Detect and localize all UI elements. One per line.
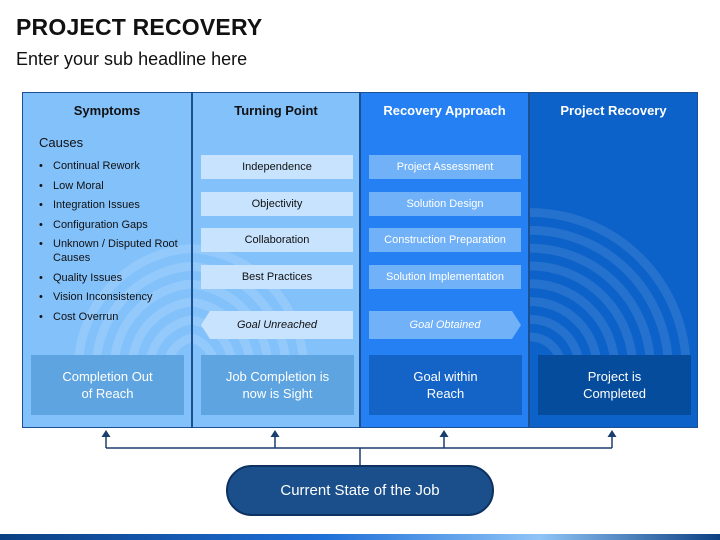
column-footer-box: Completion Out of Reach — [31, 355, 184, 415]
current-state-pill: Current State of the Job — [226, 465, 494, 516]
turning-point-item: Objectivity — [201, 192, 353, 216]
column-footer-box: Project is Completed — [538, 355, 691, 415]
turning-point-item: Collaboration — [201, 228, 353, 252]
cause-item: Vision Inconsistency — [39, 290, 189, 304]
column-footer-box: Goal within Reach — [369, 355, 522, 415]
column-recovery-approach: Recovery Approach Project Assessment Sol… — [360, 92, 529, 428]
column-symptoms: Symptoms Causes Continual Rework Low Mor… — [22, 92, 192, 428]
column-project-recovery: Project Recovery Project is Completed — [529, 92, 698, 428]
cause-item: Quality Issues — [39, 271, 189, 285]
cause-item: Integration Issues — [39, 198, 189, 212]
cause-item: Cost Overrun — [39, 310, 189, 324]
goal-unreached-arrow: Goal Unreached — [201, 311, 353, 339]
recovery-approach-item: Construction Preparation — [369, 228, 521, 252]
causes-list: Continual Rework Low Moral Integration I… — [39, 159, 189, 329]
recovery-approach-item: Solution Design — [369, 192, 521, 216]
causes-label: Causes — [39, 135, 84, 150]
recovery-approach-item: Solution Implementation — [369, 265, 521, 289]
cause-item: Unknown / Disputed Root Causes — [39, 237, 189, 265]
slide-title: PROJECT RECOVERY — [16, 14, 263, 40]
cause-item: Configuration Gaps — [39, 218, 189, 232]
column-header: Turning Point — [234, 103, 318, 118]
turning-point-item: Best Practices — [201, 265, 353, 289]
recovery-approach-item: Project Assessment — [369, 155, 521, 179]
column-turning-point: Turning Point Independence Objectivity C… — [192, 92, 360, 428]
goal-obtained-arrow: Goal Obtained — [369, 311, 521, 339]
column-header: Recovery Approach — [383, 103, 506, 118]
cause-item: Continual Rework — [39, 159, 189, 173]
column-footer-box: Job Completion is now is Sight — [201, 355, 354, 415]
slide-subtitle: Enter your sub headline here — [16, 49, 248, 69]
column-header: Project Recovery — [560, 103, 667, 118]
turning-point-item: Independence — [201, 155, 353, 179]
bottom-accent-band — [0, 534, 720, 540]
cause-item: Low Moral — [39, 179, 189, 193]
column-header: Symptoms — [73, 103, 141, 118]
